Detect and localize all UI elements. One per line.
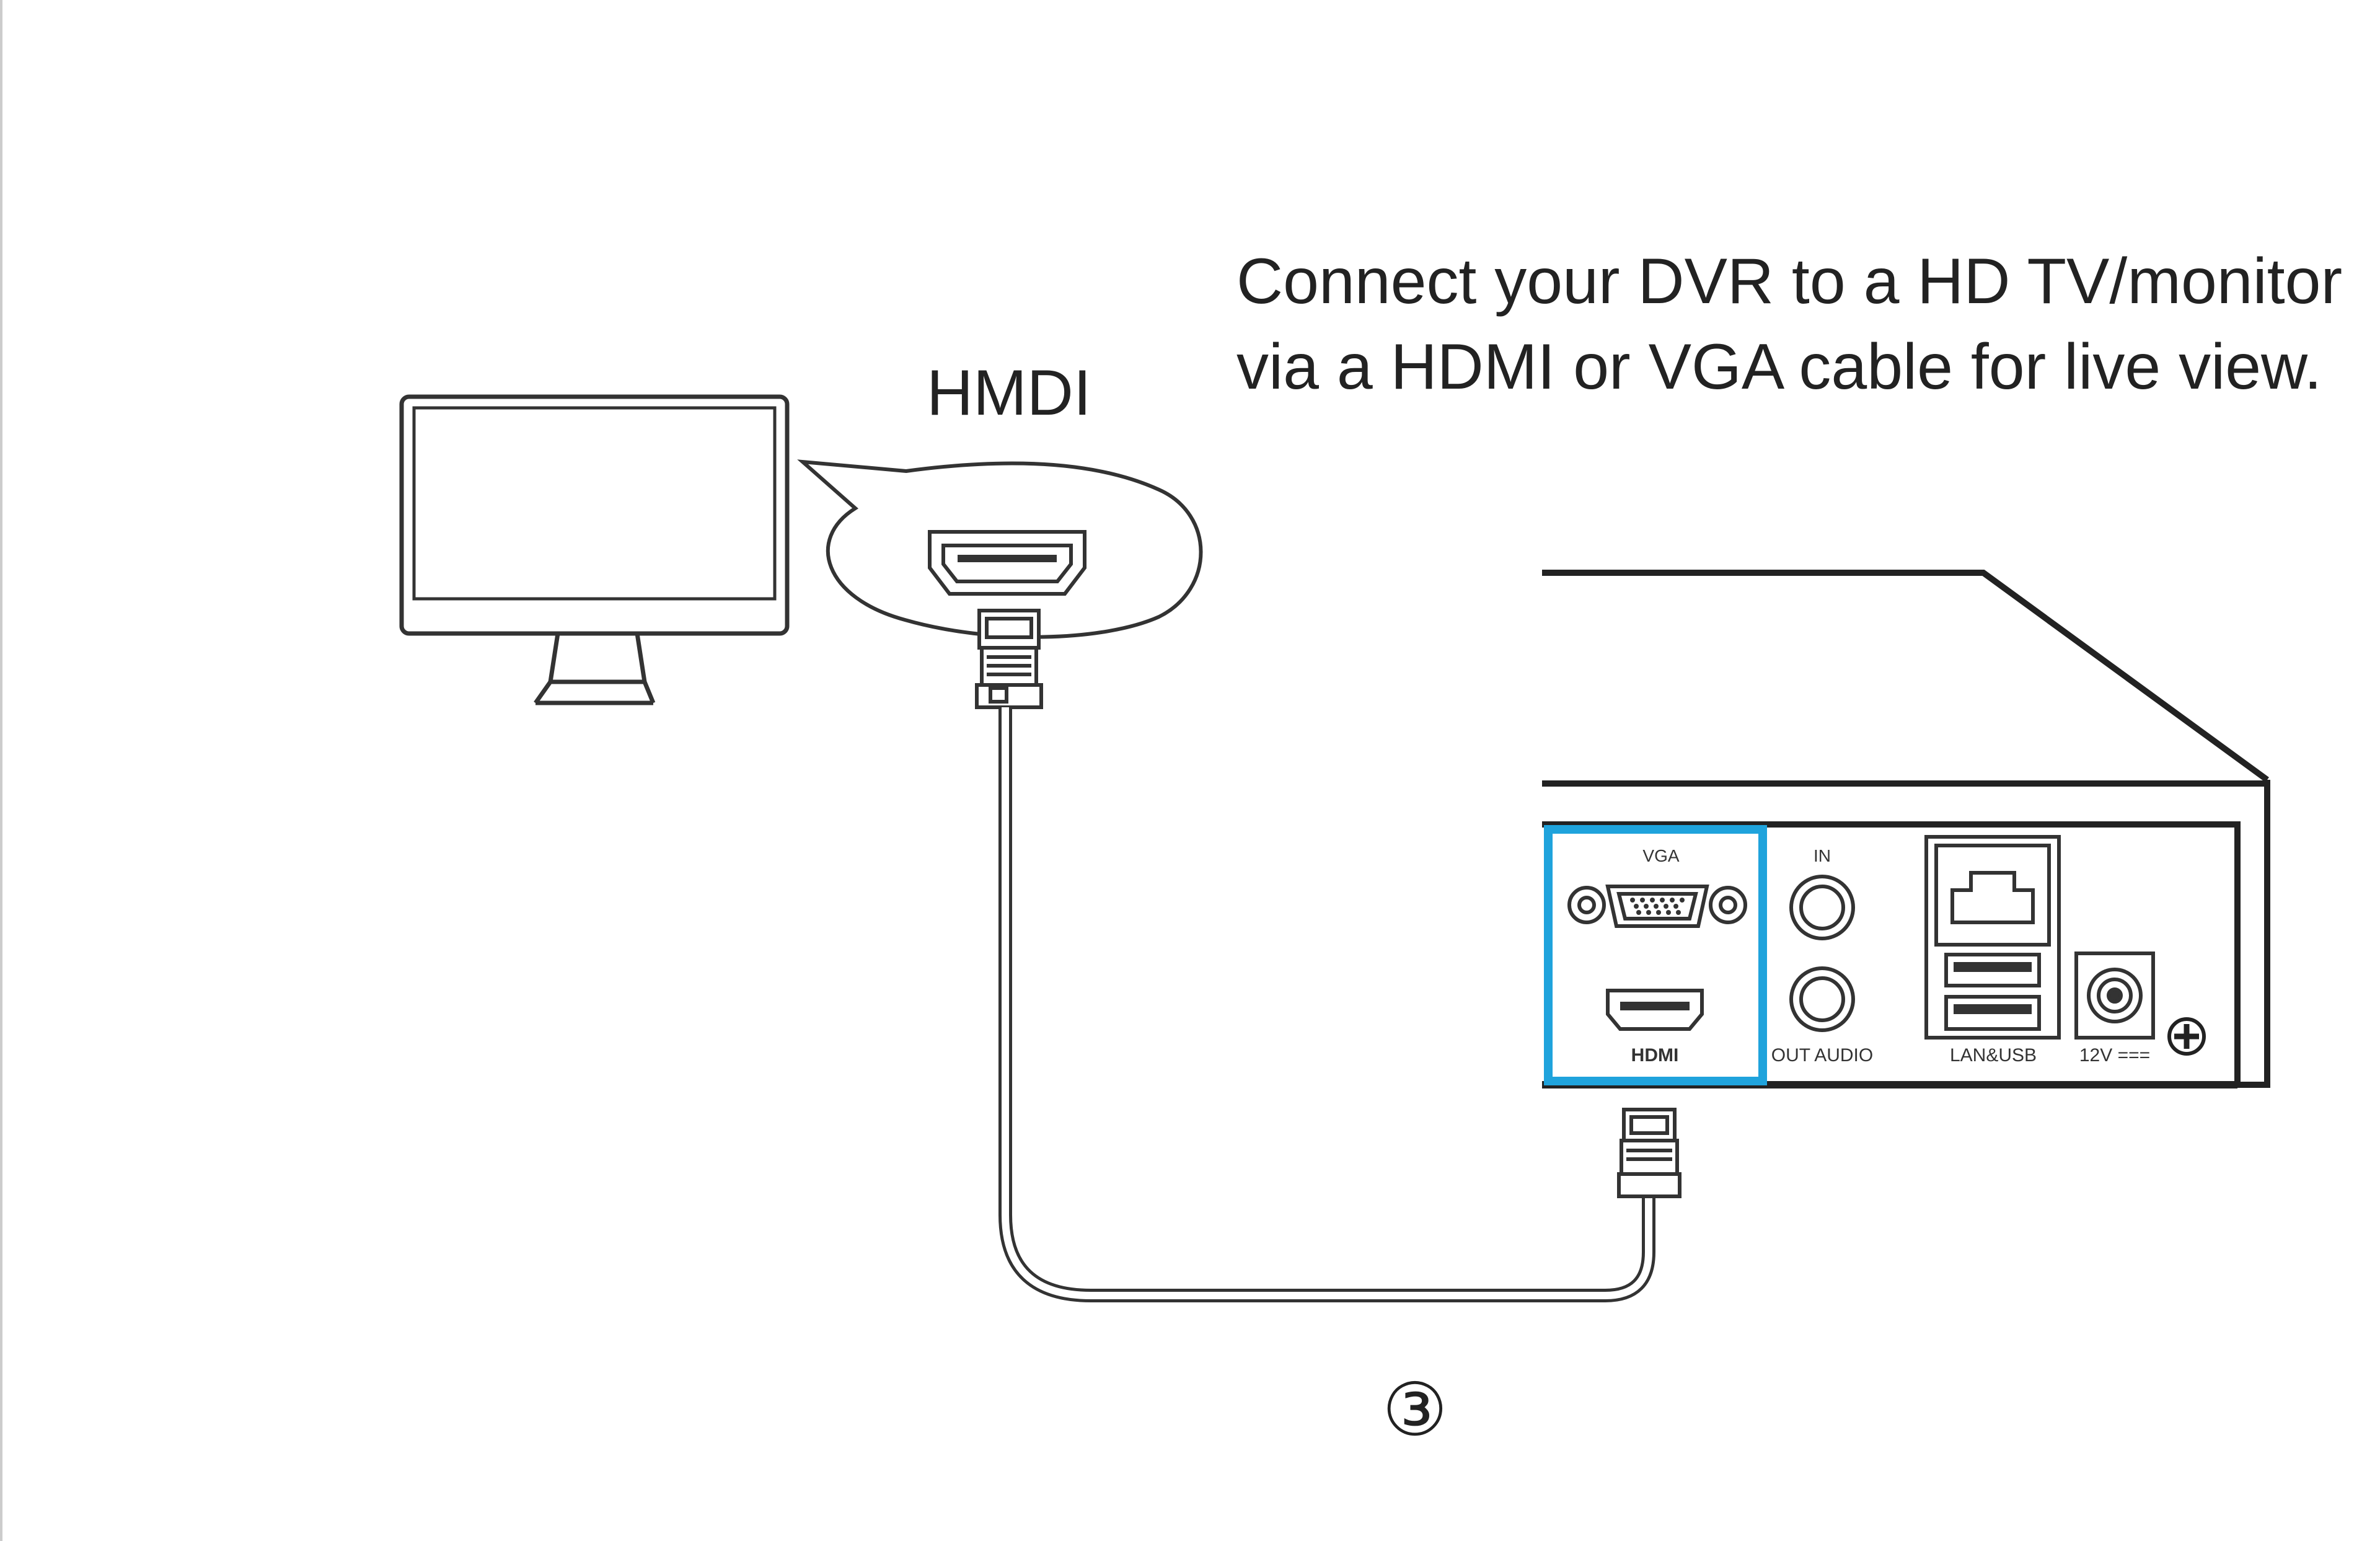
instruction-caption: Connect your DVR to a HD TV/monitor via … bbox=[1236, 239, 2342, 410]
audio-in-port-icon bbox=[1789, 875, 1855, 940]
usb-port-icon bbox=[1944, 953, 2041, 1031]
hdmi-plug-icon bbox=[975, 609, 1043, 709]
audio-out-port-icon bbox=[1789, 966, 1855, 1032]
caption-line-2: via a HDMI or VGA cable for live view. bbox=[1236, 331, 2322, 403]
callout-bubble bbox=[797, 459, 1203, 639]
hdmi-port-icon bbox=[1606, 989, 1704, 1031]
audio-out-label: OUT AUDIO bbox=[1771, 1045, 1873, 1066]
rj45-port-icon bbox=[1924, 835, 2061, 1040]
lan-usb-label: LAN&USB bbox=[1950, 1045, 2037, 1066]
vga-label: VGA bbox=[1642, 846, 1679, 865]
power-label: 12V === bbox=[2079, 1045, 2150, 1066]
video-output-highlight bbox=[1544, 825, 1767, 1085]
hdmi-port-icon bbox=[928, 530, 1086, 596]
monitor-icon bbox=[399, 394, 790, 705]
hdmi-plug-icon bbox=[1617, 1108, 1681, 1198]
ground-icon bbox=[2167, 1017, 2206, 1056]
caption-line-1: Connect your DVR to a HD TV/monitor bbox=[1236, 245, 2343, 317]
step-number: ③ bbox=[1382, 1367, 1448, 1452]
dc-jack-icon bbox=[2074, 952, 2155, 1040]
vga-port-icon bbox=[1567, 885, 1747, 928]
hdmi-label: HDMI bbox=[1631, 1045, 1679, 1066]
callout-label: HMDI bbox=[927, 357, 1091, 429]
audio-in-label: IN bbox=[1814, 846, 1831, 865]
